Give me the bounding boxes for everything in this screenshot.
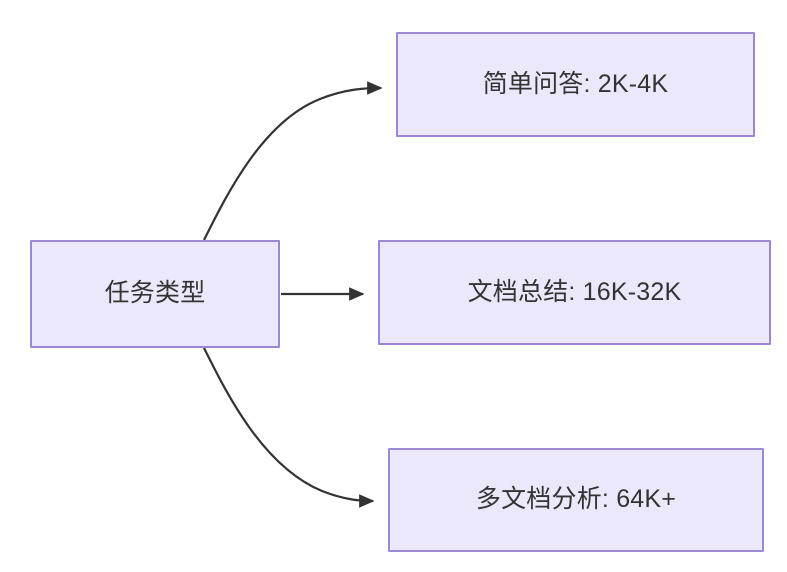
node-multi-doc-analysis-label: 多文档分析: 64K+ (475, 485, 677, 514)
node-simple-qa[interactable]: 简单问答: 2K-4K (396, 32, 755, 137)
node-task-type-label: 任务类型 (104, 279, 206, 308)
node-doc-summary-label: 文档总结: 16K-32K (467, 277, 682, 306)
node-doc-summary[interactable]: 文档总结: 16K-32K (378, 240, 771, 345)
edge-task-type-to-multi-doc-analysis (203, 347, 375, 508)
edge-task-type-to-simple-qa (203, 81, 383, 241)
node-task-type[interactable]: 任务类型 (30, 240, 280, 348)
node-multi-doc-analysis[interactable]: 多文档分析: 64K+ (388, 448, 764, 552)
node-simple-qa-label: 简单问答: 2K-4K (482, 69, 669, 98)
